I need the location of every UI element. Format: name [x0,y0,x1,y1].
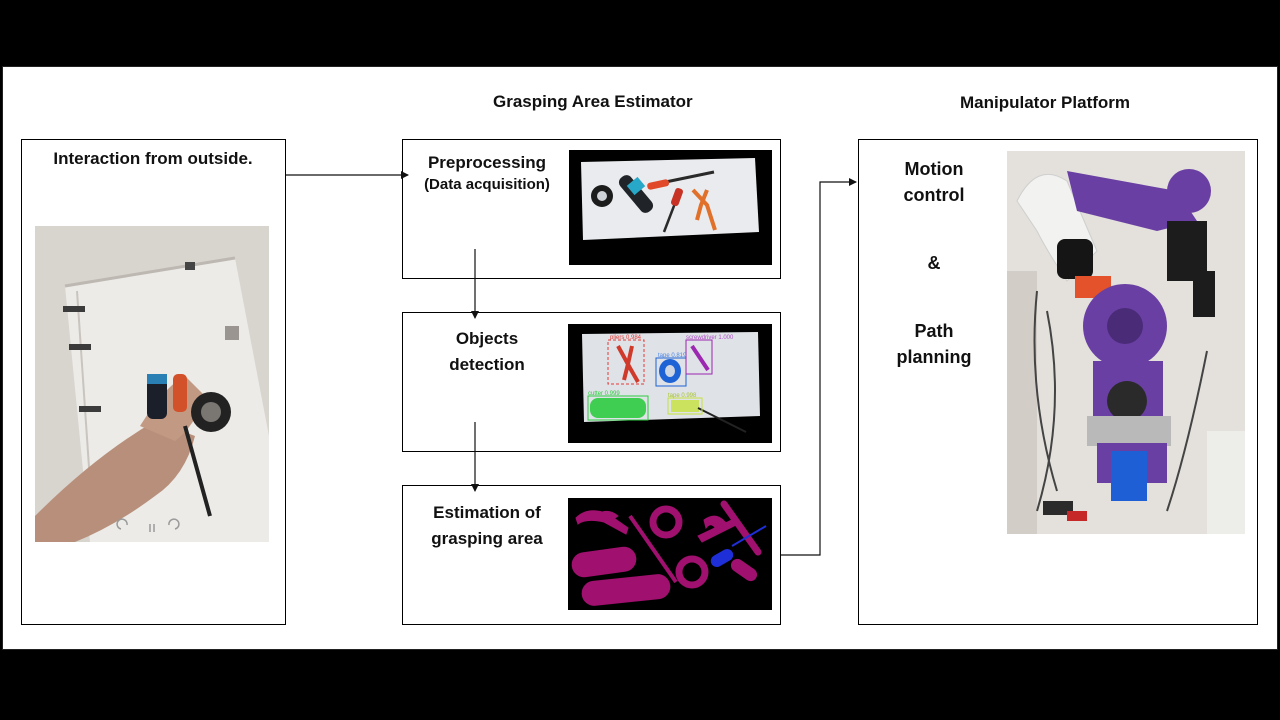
det-label-pliers: pliers 0.984 [610,335,642,341]
detection-box: Objects detection pliers 0.984 screwdriv… [402,312,781,452]
platform-title: Manipulator Platform [960,93,1131,112]
detection-label-line1: Objects [455,329,519,348]
platform-panel: Motion control & Path planning [858,139,1258,625]
preprocessing-sublabel: (Data acquisition) [424,176,550,193]
estimator-title: Grasping Area Estimator [493,92,693,111]
det-label-cutter: cutter 0.999 [588,391,620,397]
arrow-estimation-to-platform [781,178,857,556]
interaction-panel: Interaction from outside. [21,139,286,625]
det-label-tape-blue: tape 0.819 [658,353,687,359]
grasp-mask-image [568,498,772,610]
motion-label-line1: Motion [904,159,964,179]
tools-photo [569,150,772,265]
estimation-label-line1: Estimation of [433,503,541,522]
path-label-line1: Path [914,321,954,341]
motion-label-line2: control [903,185,965,205]
preprocessing-label: Preprocessing [427,153,547,172]
hand-video-frame [35,226,269,542]
ampersand-label: & [927,253,941,273]
robot-arm-photo [1007,151,1245,534]
det-label-screwdriver: screwdriver 1.000 [686,335,734,341]
path-label-line2: planning [896,347,972,367]
estimation-box: Estimation of grasping area [402,485,781,625]
interaction-label: Interaction from outside. [53,149,253,168]
detection-label-line2: detection [449,355,525,374]
det-label-tape-yellow: tape 0.998 [668,393,697,399]
estimation-label-line2: grasping area [431,529,543,548]
preprocessing-box: Preprocessing (Data acquisition) [402,139,781,279]
detection-photo: pliers 0.984 screwdriver 1.000 tape 0.81… [568,324,772,443]
